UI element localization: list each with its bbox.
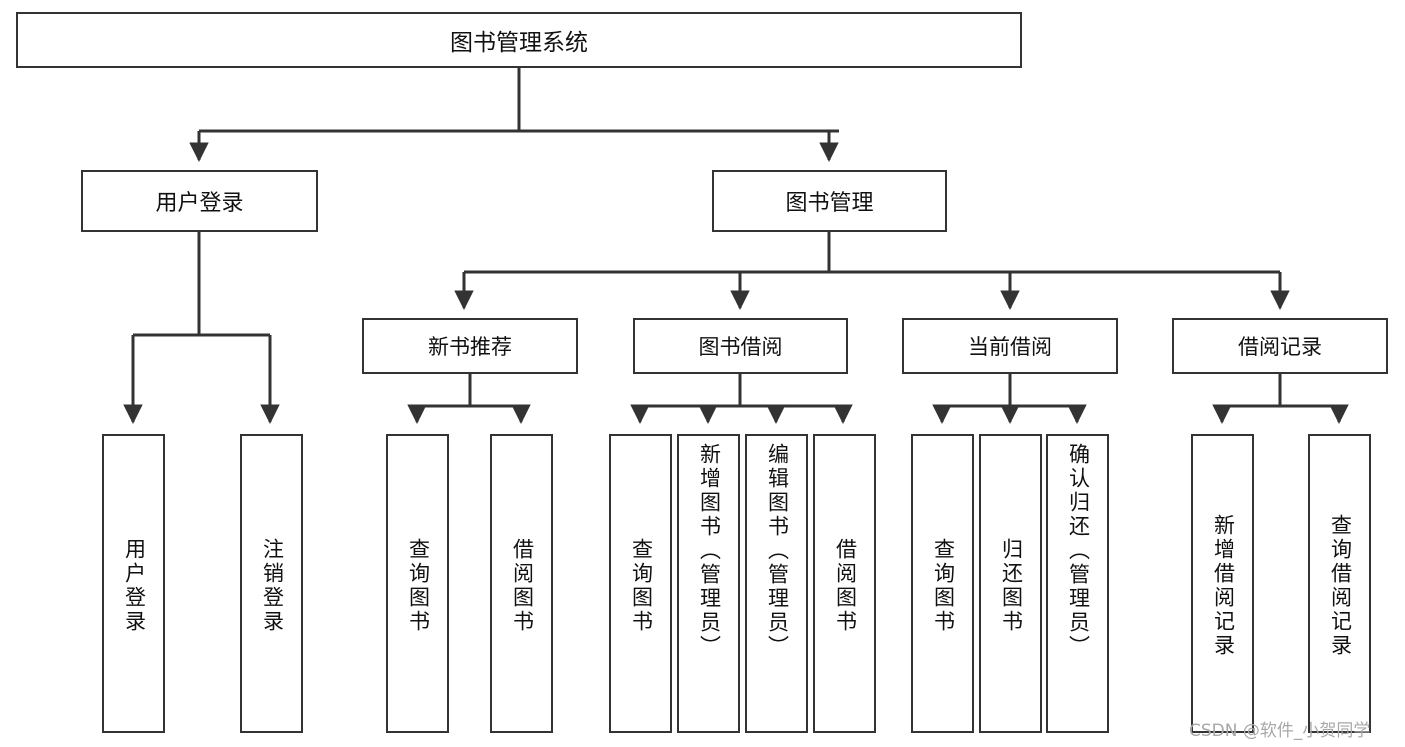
node-label: 图书借阅 [698,336,783,359]
leaf-text-wrap: 新增借阅记录 [1193,440,1252,731]
leaf-text-wrap: 归还图书 [981,440,1040,731]
node-label: 图书管理 [785,190,874,215]
node-label: 查询图书 [406,537,430,634]
node-label: 用户登录 [122,537,146,634]
leaf-text-wrap: 查询图书 [611,440,670,731]
node-book-borrow[interactable]: 图书借阅 [633,318,848,374]
node-book-management[interactable]: 图书管理 [712,170,947,232]
node-label: 编辑图书（管理员） [765,443,789,659]
leaf-text-wrap: 用户登录 [104,440,163,731]
node-label: 新增图书（管理员） [697,443,721,659]
leaf-book-borrow-edit-book-admin[interactable]: 编辑图书（管理员） [745,434,808,733]
leaf-user-login-logout[interactable]: 注销登录 [240,434,303,733]
leaf-book-borrow-borrow-book[interactable]: 借阅图书 [813,434,876,733]
leaf-current-borrow-confirm-return-admin[interactable]: 确认归还（管理员） [1046,434,1109,733]
node-user-login[interactable]: 用户登录 [81,170,318,232]
node-root-book-management-system[interactable]: 图书管理系统 [16,12,1022,68]
node-current-borrow[interactable]: 当前借阅 [902,318,1118,374]
leaf-text-wrap: 查询图书 [388,440,447,731]
node-label: 借阅记录 [1238,336,1322,359]
csdn-watermark: CSDN @软件_小贺同学 [1189,721,1371,741]
node-label: 借阅图书 [510,537,534,634]
leaf-text-wrap: 借阅图书 [815,440,874,731]
node-label: 新书推荐 [428,336,512,359]
node-label: 归还图书 [999,537,1023,634]
node-label: 新增借阅记录 [1211,513,1235,658]
node-label: 查询图书 [931,537,955,634]
node-label: 图书管理系统 [450,29,588,55]
node-label: 借阅图书 [833,537,857,634]
leaf-text-wrap: 查询图书 [913,440,972,731]
leaf-new-book-query-book[interactable]: 查询图书 [386,434,449,733]
leaf-current-borrow-query-book[interactable]: 查询图书 [911,434,974,733]
node-label: 查询借阅记录 [1328,513,1352,658]
leaf-book-borrow-query-book[interactable]: 查询图书 [609,434,672,733]
node-borrow-record[interactable]: 借阅记录 [1172,318,1388,374]
node-label: 查询图书 [629,537,653,634]
node-label: 确认归还（管理员） [1066,443,1090,659]
node-label: 注销登录 [260,537,284,634]
leaf-text-wrap: 查询借阅记录 [1310,440,1369,731]
leaf-text-wrap: 借阅图书 [492,440,551,731]
leaf-current-borrow-return-book[interactable]: 归还图书 [979,434,1042,733]
leaf-text-wrap: 新增图书（管理员） [679,440,738,734]
node-new-book-recommend[interactable]: 新书推荐 [362,318,578,374]
leaf-text-wrap: 编辑图书（管理员） [747,440,806,734]
leaf-text-wrap: 注销登录 [242,440,301,731]
leaf-book-borrow-add-book-admin[interactable]: 新增图书（管理员） [677,434,740,733]
leaf-user-login-login[interactable]: 用户登录 [102,434,165,733]
leaf-text-wrap: 确认归还（管理员） [1048,440,1107,734]
leaf-new-book-borrow-book[interactable]: 借阅图书 [490,434,553,733]
leaf-borrow-record-add-record[interactable]: 新增借阅记录 [1191,434,1254,733]
leaf-borrow-record-query-record[interactable]: 查询借阅记录 [1308,434,1371,733]
node-label: 用户登录 [155,190,244,215]
node-label: 当前借阅 [968,336,1052,359]
